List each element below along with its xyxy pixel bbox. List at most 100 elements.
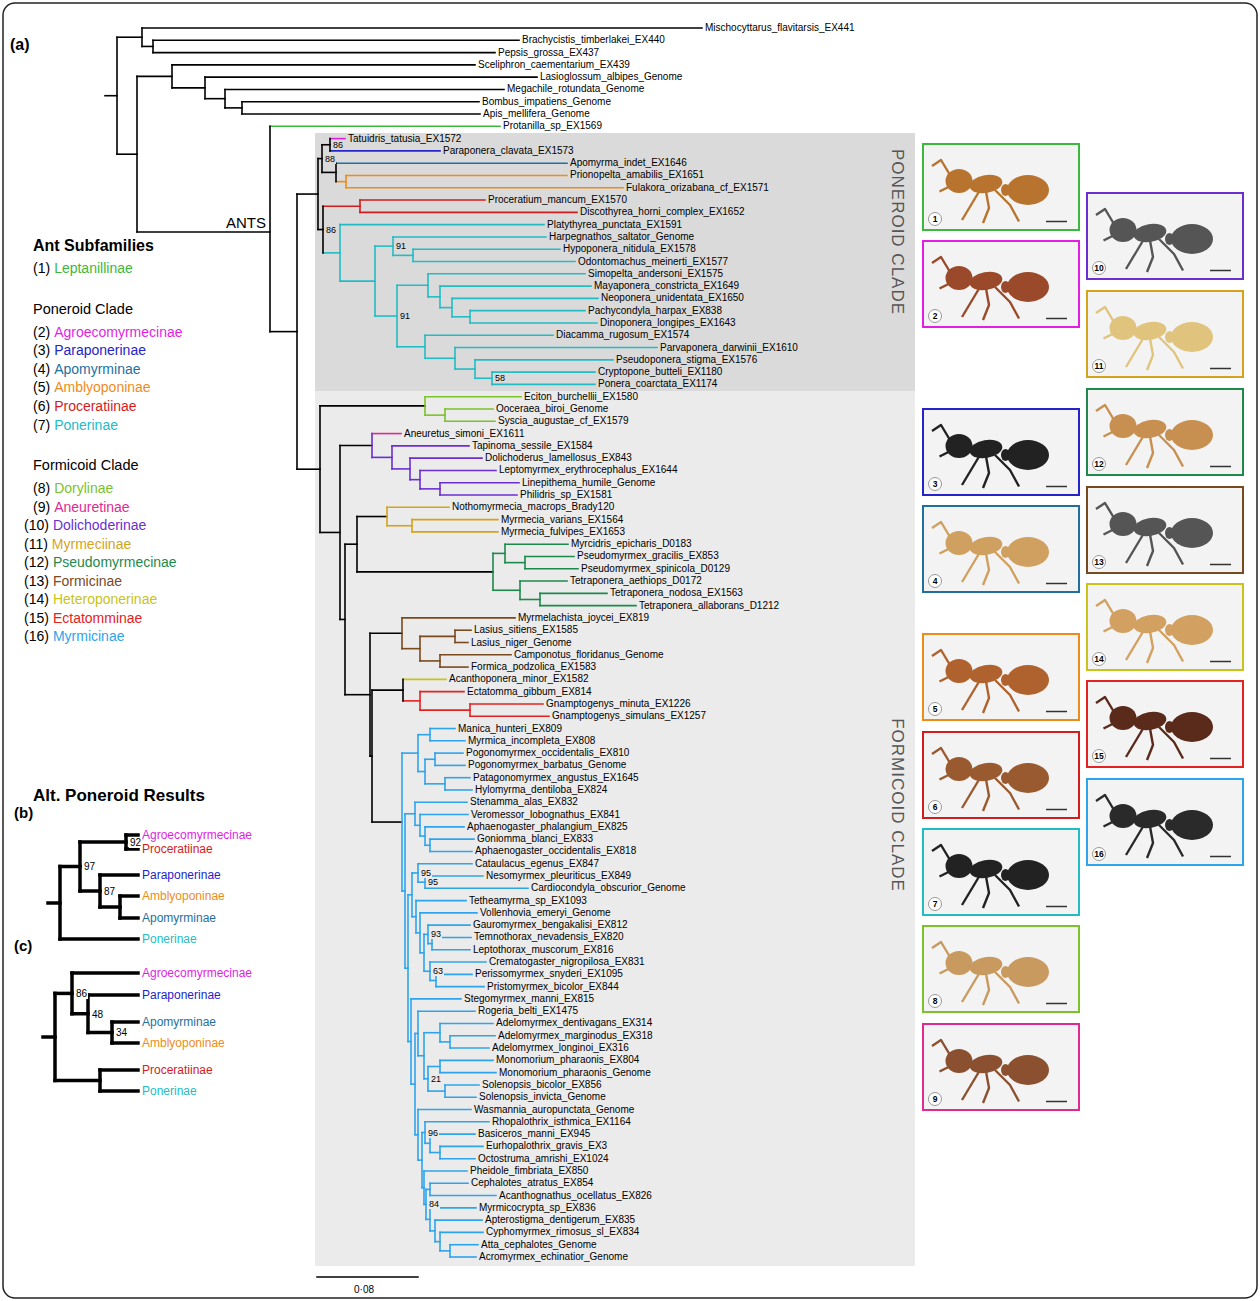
tree-branch	[420, 814, 468, 816]
tree-branch	[429, 962, 431, 980]
label-text: Pepsis_grossa_EX437	[498, 47, 599, 59]
tree-branch	[225, 89, 504, 91]
legend-entry: Myrmicinae	[53, 627, 125, 645]
tree-branch	[401, 618, 403, 649]
callout-number: 6	[928, 800, 942, 814]
legend-entry: Heteroponerinae	[53, 590, 157, 608]
label-text: Aneuretus_simoni_EX1611	[404, 428, 524, 440]
tree-branch	[439, 1060, 441, 1072]
tree-branch	[418, 881, 425, 883]
label-text: Simopelta_andersoni_EX1575	[588, 268, 723, 280]
tree-branch	[371, 434, 373, 458]
tree-branch	[432, 949, 470, 951]
label-text: Mischocyttarus_flavitarsis_EX441	[705, 22, 855, 34]
ant-illustration	[924, 927, 1078, 1011]
legend-entry: Paraponerinae	[54, 341, 146, 359]
tree-branch	[420, 691, 464, 693]
label-text: Adelomyrmex_longinoi_EX316	[492, 1042, 629, 1054]
callout-number: 11	[1092, 359, 1106, 373]
tree-branch	[440, 1158, 475, 1160]
tree-branch	[455, 368, 475, 370]
callout-number: 5	[928, 702, 942, 716]
tree-branch	[525, 556, 574, 558]
tree-branch	[70, 973, 74, 1014]
tree-branch	[430, 728, 455, 730]
label-text: (a)	[10, 36, 30, 54]
legend-entry: Dorylinae	[54, 479, 113, 497]
label-text: 86	[325, 225, 337, 235]
tree-branch	[329, 139, 331, 151]
tree-branch	[321, 145, 323, 173]
ant-illustration	[1088, 585, 1242, 669]
tree-branch	[411, 998, 461, 1000]
tree-branch	[269, 126, 271, 331]
label-text: Apomyrminae	[142, 910, 216, 926]
tree-branch	[439, 1232, 441, 1250]
tree-branch	[425, 783, 445, 785]
tree-branch	[172, 64, 475, 66]
tree-branch	[470, 322, 597, 324]
label-text: 84	[428, 1199, 440, 1209]
tree-branch	[440, 285, 591, 287]
tree-branch	[524, 556, 526, 568]
tree-branch	[415, 901, 417, 933]
label-text: Crematogaster_nigropilosa_EX831	[489, 956, 645, 968]
label-text: (6)	[33, 397, 50, 415]
label-text: Camponotus_floridanus_Genome	[514, 649, 664, 661]
label-text: Proceratiinae	[142, 841, 213, 857]
tree-branch	[55, 1079, 100, 1083]
tree-branch	[330, 150, 440, 152]
tree-branch	[55, 992, 72, 996]
tree-branch	[397, 346, 425, 348]
tree-branch	[454, 630, 456, 642]
label-text: Myrmicocrypta_sp_EX836	[479, 1202, 596, 1214]
tree-branch	[413, 248, 560, 250]
label-text: Adelomyrmex_marginodus_EX318	[498, 1030, 653, 1042]
tree-branch	[504, 544, 506, 562]
tree-branch	[370, 632, 402, 634]
label-text: (8)	[33, 479, 50, 497]
photo-frame: 15	[1086, 680, 1244, 768]
tree-branch	[340, 445, 372, 447]
tree-branch	[418, 1109, 471, 1111]
legend-entry: Ectatomminae	[53, 609, 142, 627]
tree-branch	[110, 1022, 114, 1043]
label-text: Cataulacus_egenus_EX847	[475, 858, 599, 870]
callout-number: 2	[928, 309, 942, 323]
label-text: Atta_cephalotes_Genome	[481, 1239, 597, 1251]
tree-branch	[323, 205, 360, 207]
callout-number: 4	[928, 574, 942, 588]
label-text: Odontomachus_meinerti_EX1577	[578, 256, 728, 268]
label-text: Proceratium_mancum_EX1570	[488, 194, 627, 206]
tree-branch	[393, 255, 413, 257]
tree-branch	[322, 144, 330, 146]
label-text: Eciton_burchellii_EX1580	[524, 391, 638, 403]
photo-frame: 8	[922, 925, 1080, 1013]
label-text: 48	[91, 1009, 104, 1020]
ant-illustration	[1088, 292, 1242, 376]
tree-branch	[357, 516, 387, 518]
label-text: (14)	[24, 590, 49, 608]
tree-branch	[450, 1244, 478, 1246]
tree-branch	[427, 925, 429, 943]
tree-branch	[401, 753, 403, 891]
label-text: Patagonomyrmex_angustus_EX1645	[473, 772, 639, 784]
tree-branch	[205, 76, 537, 78]
tree-branch	[137, 76, 172, 78]
tree-branch	[417, 1110, 419, 1161]
label-text: (1)	[33, 259, 50, 277]
callout-number: 16	[1092, 847, 1106, 861]
tree-branch	[407, 895, 409, 1042]
label-text: Poneroid Clade	[33, 300, 133, 318]
legend-entry: Pseudomyrmecinae	[53, 553, 177, 571]
label-text: Bombus_impatiens_Genome	[482, 96, 611, 108]
tree-branch	[425, 1121, 489, 1123]
tree-branch	[419, 913, 421, 953]
tree-branch	[424, 1032, 440, 1034]
tree-branch	[451, 298, 453, 316]
tree-branch	[424, 1122, 426, 1144]
label-text: Stegomyrmex_manni_EX815	[464, 993, 594, 1005]
tree-branch	[242, 101, 479, 103]
tree-branch	[493, 589, 520, 591]
clade-band-fill	[315, 133, 915, 391]
